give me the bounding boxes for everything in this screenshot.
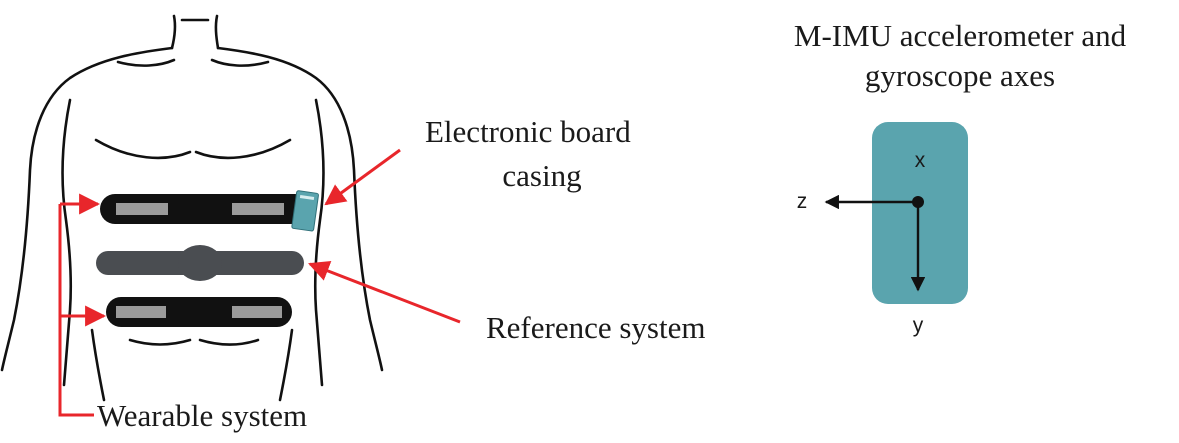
imu-device	[872, 122, 968, 304]
arrow-electronic-board	[324, 148, 401, 206]
belt-pad-upper-left	[116, 203, 168, 215]
axis-label-z: z	[797, 190, 808, 213]
annotation-arrows	[58, 148, 461, 417]
electronic-board-casing	[291, 190, 319, 232]
belt-pad-lower-left	[116, 306, 166, 318]
imu-title-line2: gyroscope axes	[865, 58, 1055, 93]
axis-label-x: x	[915, 149, 926, 172]
wearable-belt-lower	[106, 297, 292, 327]
arrow-reference-system	[308, 261, 461, 324]
label-electronic-board-line1: Electronic board	[425, 114, 631, 149]
label-electronic-board-line2: casing	[502, 158, 581, 193]
belt-pad-lower-right	[232, 306, 282, 318]
label-wearable-system: Wearable system	[97, 398, 307, 433]
wearable-belt-upper	[100, 194, 310, 224]
imu-title-line1: M-IMU accelerometer and	[794, 18, 1127, 53]
axis-label-y: y	[913, 314, 924, 337]
label-reference-system: Reference system	[486, 310, 705, 345]
belt-pad-upper-right	[232, 203, 284, 215]
imu-axes-diagram: x z y	[797, 122, 968, 337]
torso-outline	[0, 14, 384, 402]
x-axis-origin	[912, 196, 924, 208]
wearable-bracket	[58, 204, 94, 417]
reference-system-belt	[96, 245, 304, 281]
